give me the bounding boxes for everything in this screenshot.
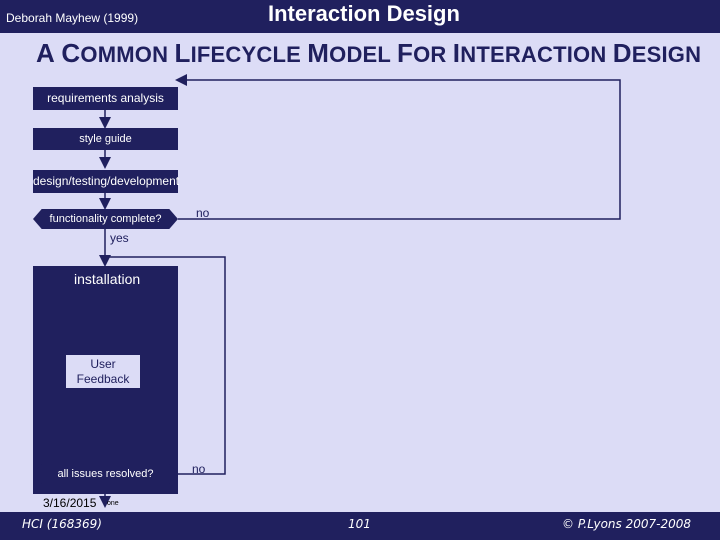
slide-date: 3/16/2015 [43, 496, 97, 510]
decision1-yes-label: yes [110, 231, 129, 245]
functionality-complete-decision: functionality complete? [33, 209, 178, 229]
design-testing-label: design/testing/development [33, 174, 180, 188]
page-number: 101 [348, 517, 371, 531]
copyright-label: © P.Lyons 2007-2008 [562, 517, 691, 531]
all-issues-resolved-label: all issues resolved? [57, 468, 154, 480]
slide-date-tag: one [107, 500, 119, 507]
course-code: HCI (168369) [22, 517, 102, 531]
slide-title: A COMMON LIFECYCLE MODEL FOR INTERACTION… [36, 38, 702, 68]
user-feedback-box: User Feedback [66, 355, 140, 388]
installation-label: installation [74, 271, 141, 287]
author-label: Deborah Mayhew (1999) [6, 11, 139, 25]
requirements-analysis-box: requirements analysis [33, 87, 178, 110]
footer-bar: HCI (168369) 101 © P.Lyons 2007-2008 [0, 512, 720, 540]
style-guide-box: style guide [33, 128, 178, 150]
header-bar: Deborah Mayhew (1999) Interaction Design [0, 0, 720, 33]
user-feedback-line1: User [90, 357, 116, 371]
course-title: Interaction Design [268, 1, 460, 26]
all-issues-resolved-decision: all issues resolved? [33, 464, 178, 484]
decision2-no-label: no [192, 462, 206, 476]
requirements-analysis-label: requirements analysis [47, 91, 164, 105]
user-feedback-line2: Feedback [76, 372, 130, 386]
decision1-no-label: no [196, 206, 210, 220]
style-guide-label: style guide [79, 133, 132, 145]
functionality-complete-label: functionality complete? [49, 213, 162, 225]
design-testing-box: design/testing/development [33, 170, 180, 193]
